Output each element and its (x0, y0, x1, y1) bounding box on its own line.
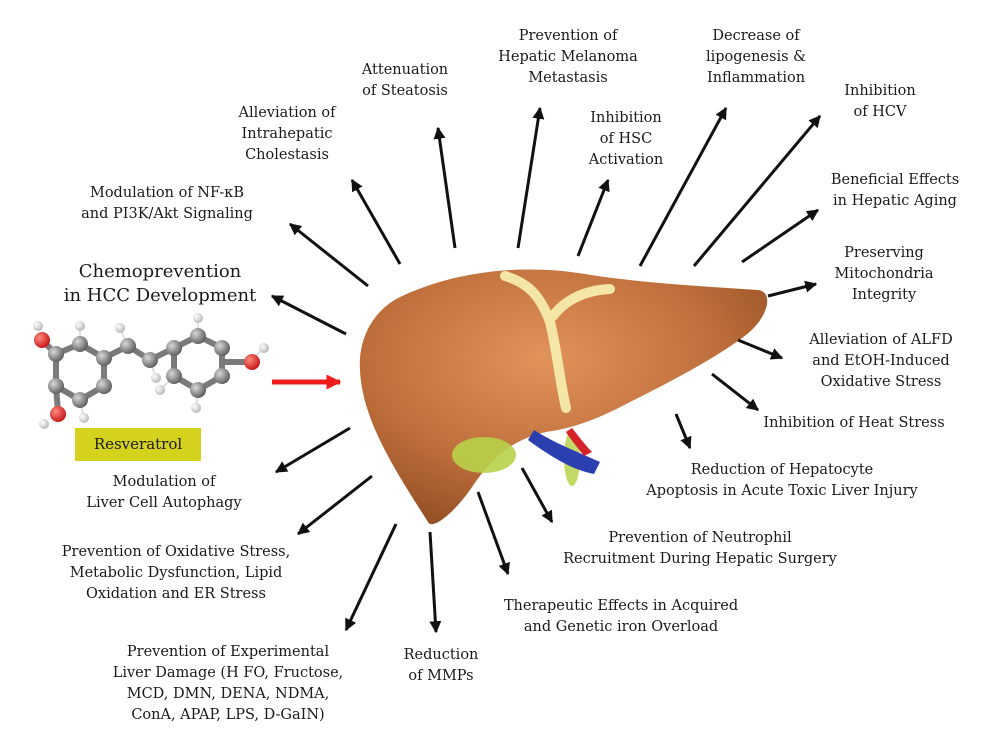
label-experimental-line-4: ConA, APAP, LPS, D-GaIN) (131, 707, 325, 723)
label-experimental-line-2: Liver Damage (H FO, Fructose, (112, 665, 344, 681)
label-hsc-line-2: of HSC (599, 131, 653, 147)
arrow-aging (741, 208, 819, 264)
label-hsc: Inhibition of HSC Activation (574, 108, 678, 171)
label-hsc-line-1: Inhibition (590, 110, 662, 126)
label-experimental-line-3: MCD, DMN, DENA, NDMA, (126, 686, 330, 702)
label-melanoma: Prevention of Hepatic Melanoma Metastasi… (486, 26, 650, 89)
label-hcv-line-1: Inhibition (844, 83, 916, 99)
arrow-mitochondria (767, 280, 818, 298)
label-mmps-line-1: Reduction (403, 647, 479, 663)
label-cholestasis-line-1: Alleviation of (238, 105, 336, 121)
label-mitochondria-line-2: Mitochondria (834, 266, 934, 282)
label-steatosis-line-1: Attenuation (361, 62, 449, 78)
arrow-steatosis (433, 126, 457, 249)
label-lipogenesis-line-1: Decrease of (712, 28, 800, 44)
label-alfd-line-2: and EtOH-Induced (812, 353, 950, 369)
arrow-experimental (344, 523, 398, 632)
arrow-neutrophil (520, 467, 554, 524)
arrow-cholestasis (350, 178, 402, 265)
label-neutrophil: Prevention of Neutrophil Recruitment Dur… (556, 528, 844, 570)
label-aging-line-1: Beneficial Effects (830, 172, 960, 188)
arrow-nfkb (289, 222, 369, 288)
label-nfkb-line-2: and PI3K/Akt Signaling (81, 206, 253, 222)
label-iron-line-2: and Genetic iron Overload (523, 619, 719, 635)
label-heat-stress-line-1: Inhibition of Heat Stress (763, 415, 945, 431)
label-mmps: Reduction of MMPs (386, 645, 496, 687)
label-hcv: Inhibition of HCV (820, 81, 940, 123)
label-alfd-line-3: Oxidative Stress (820, 374, 942, 390)
arrow-alfd (737, 338, 784, 360)
label-autophagy-line-1: Modulation of (112, 474, 216, 490)
label-cholestasis: Alleviation of Intrahepatic Cholestasis (222, 103, 352, 166)
label-iron: Therapeutic Effects in Acquired and Gene… (494, 596, 748, 638)
portal-vein (528, 430, 600, 474)
label-autophagy: Modulation of Liver Cell Autophagy (78, 472, 250, 514)
label-nfkb-line-1: Modulation of NF-κB (89, 185, 245, 201)
label-mitochondria: Preserving Mitochondria Integrity (814, 243, 954, 306)
label-apoptosis: Reduction of Hepatocyte Apoptosis in Acu… (640, 460, 924, 502)
label-chemoprevention: Chemoprevention in HCC Development (60, 260, 260, 308)
label-alfd: Alleviation of ALFD and EtOH-Induced Oxi… (796, 330, 966, 393)
label-melanoma-line-3: Metastasis (528, 70, 608, 86)
label-hsc-line-3: Activation (588, 152, 664, 168)
arrow-iron (476, 491, 510, 576)
label-steatosis: Attenuation of Steatosis (346, 60, 464, 102)
arrow-chemoprevention (270, 294, 347, 336)
label-mitochondria-line-3: Integrity (851, 287, 917, 303)
label-autophagy-line-2: Liver Cell Autophagy (86, 495, 242, 511)
arrow-mmps (428, 531, 442, 634)
gallbladder (452, 437, 516, 473)
label-hcv-line-2: of HCV (853, 104, 907, 120)
arrow-hsc (576, 178, 610, 257)
label-heat-stress: Inhibition of Heat Stress (758, 413, 950, 434)
label-cholestasis-line-2: Intrahepatic (241, 126, 333, 142)
arrow-oxidative (297, 474, 373, 536)
label-lipogenesis: Decrease of lipogenesis & Inflammation (686, 26, 826, 89)
label-apoptosis-line-2: Apoptosis in Acute Toxic Liver Injury (646, 483, 918, 499)
label-experimental: Prevention of Experimental Liver Damage … (100, 642, 356, 726)
label-oxidative-line-1: Prevention of Oxidative Stress, (61, 544, 291, 560)
resveratrol-label: Resveratrol (75, 428, 201, 461)
arrow-lipogenesis (638, 106, 728, 267)
label-steatosis-line-2: of Steatosis (362, 83, 448, 99)
label-lipogenesis-line-3: Inflammation (706, 70, 806, 86)
label-aging-line-2: in Hepatic Aging (833, 193, 957, 209)
label-aging: Beneficial Effects in Hepatic Aging (820, 170, 970, 212)
label-melanoma-line-1: Prevention of (518, 28, 618, 44)
label-melanoma-line-2: Hepatic Melanoma (498, 49, 638, 65)
label-neutrophil-line-2: Recruitment During Hepatic Surgery (563, 551, 837, 567)
label-chemoprevention-line-1: Chemoprevention (78, 261, 242, 282)
liver-icon (359, 269, 768, 525)
label-iron-line-1: Therapeutic Effects in Acquired (503, 598, 739, 614)
label-mitochondria-line-1: Preserving (844, 245, 924, 261)
label-chemoprevention-line-2: in HCC Development (63, 285, 257, 306)
arrow-heat-stress (711, 372, 759, 412)
falciform-ligament (500, 271, 615, 413)
label-oxidative-line-2: Metabolic Dysfunction, Lipid (69, 565, 283, 581)
label-experimental-line-1: Prevention of Experimental (126, 644, 330, 660)
label-nfkb: Modulation of NF-κB and PI3K/Akt Signali… (64, 183, 270, 225)
arrow-hcv (692, 115, 822, 267)
label-oxidative: Prevention of Oxidative Stress, Metaboli… (50, 542, 302, 605)
label-alfd-line-1: Alleviation of ALFD (809, 332, 953, 348)
molecule-icon (33, 313, 269, 429)
label-lipogenesis-line-2: lipogenesis & (705, 49, 807, 65)
arrow-melanoma (516, 106, 545, 249)
arrow-apoptosis (674, 413, 692, 450)
label-oxidative-line-3: Oxidation and ER Stress (86, 586, 266, 602)
label-cholestasis-line-3: Cholestasis (245, 147, 329, 163)
label-mmps-line-2: of MMPs (408, 668, 474, 684)
label-neutrophil-line-1: Prevention of Neutrophil (608, 530, 792, 546)
label-apoptosis-line-1: Reduction of Hepatocyte (690, 462, 874, 478)
hepatic-artery (566, 428, 592, 456)
arrow-autophagy (274, 426, 351, 474)
